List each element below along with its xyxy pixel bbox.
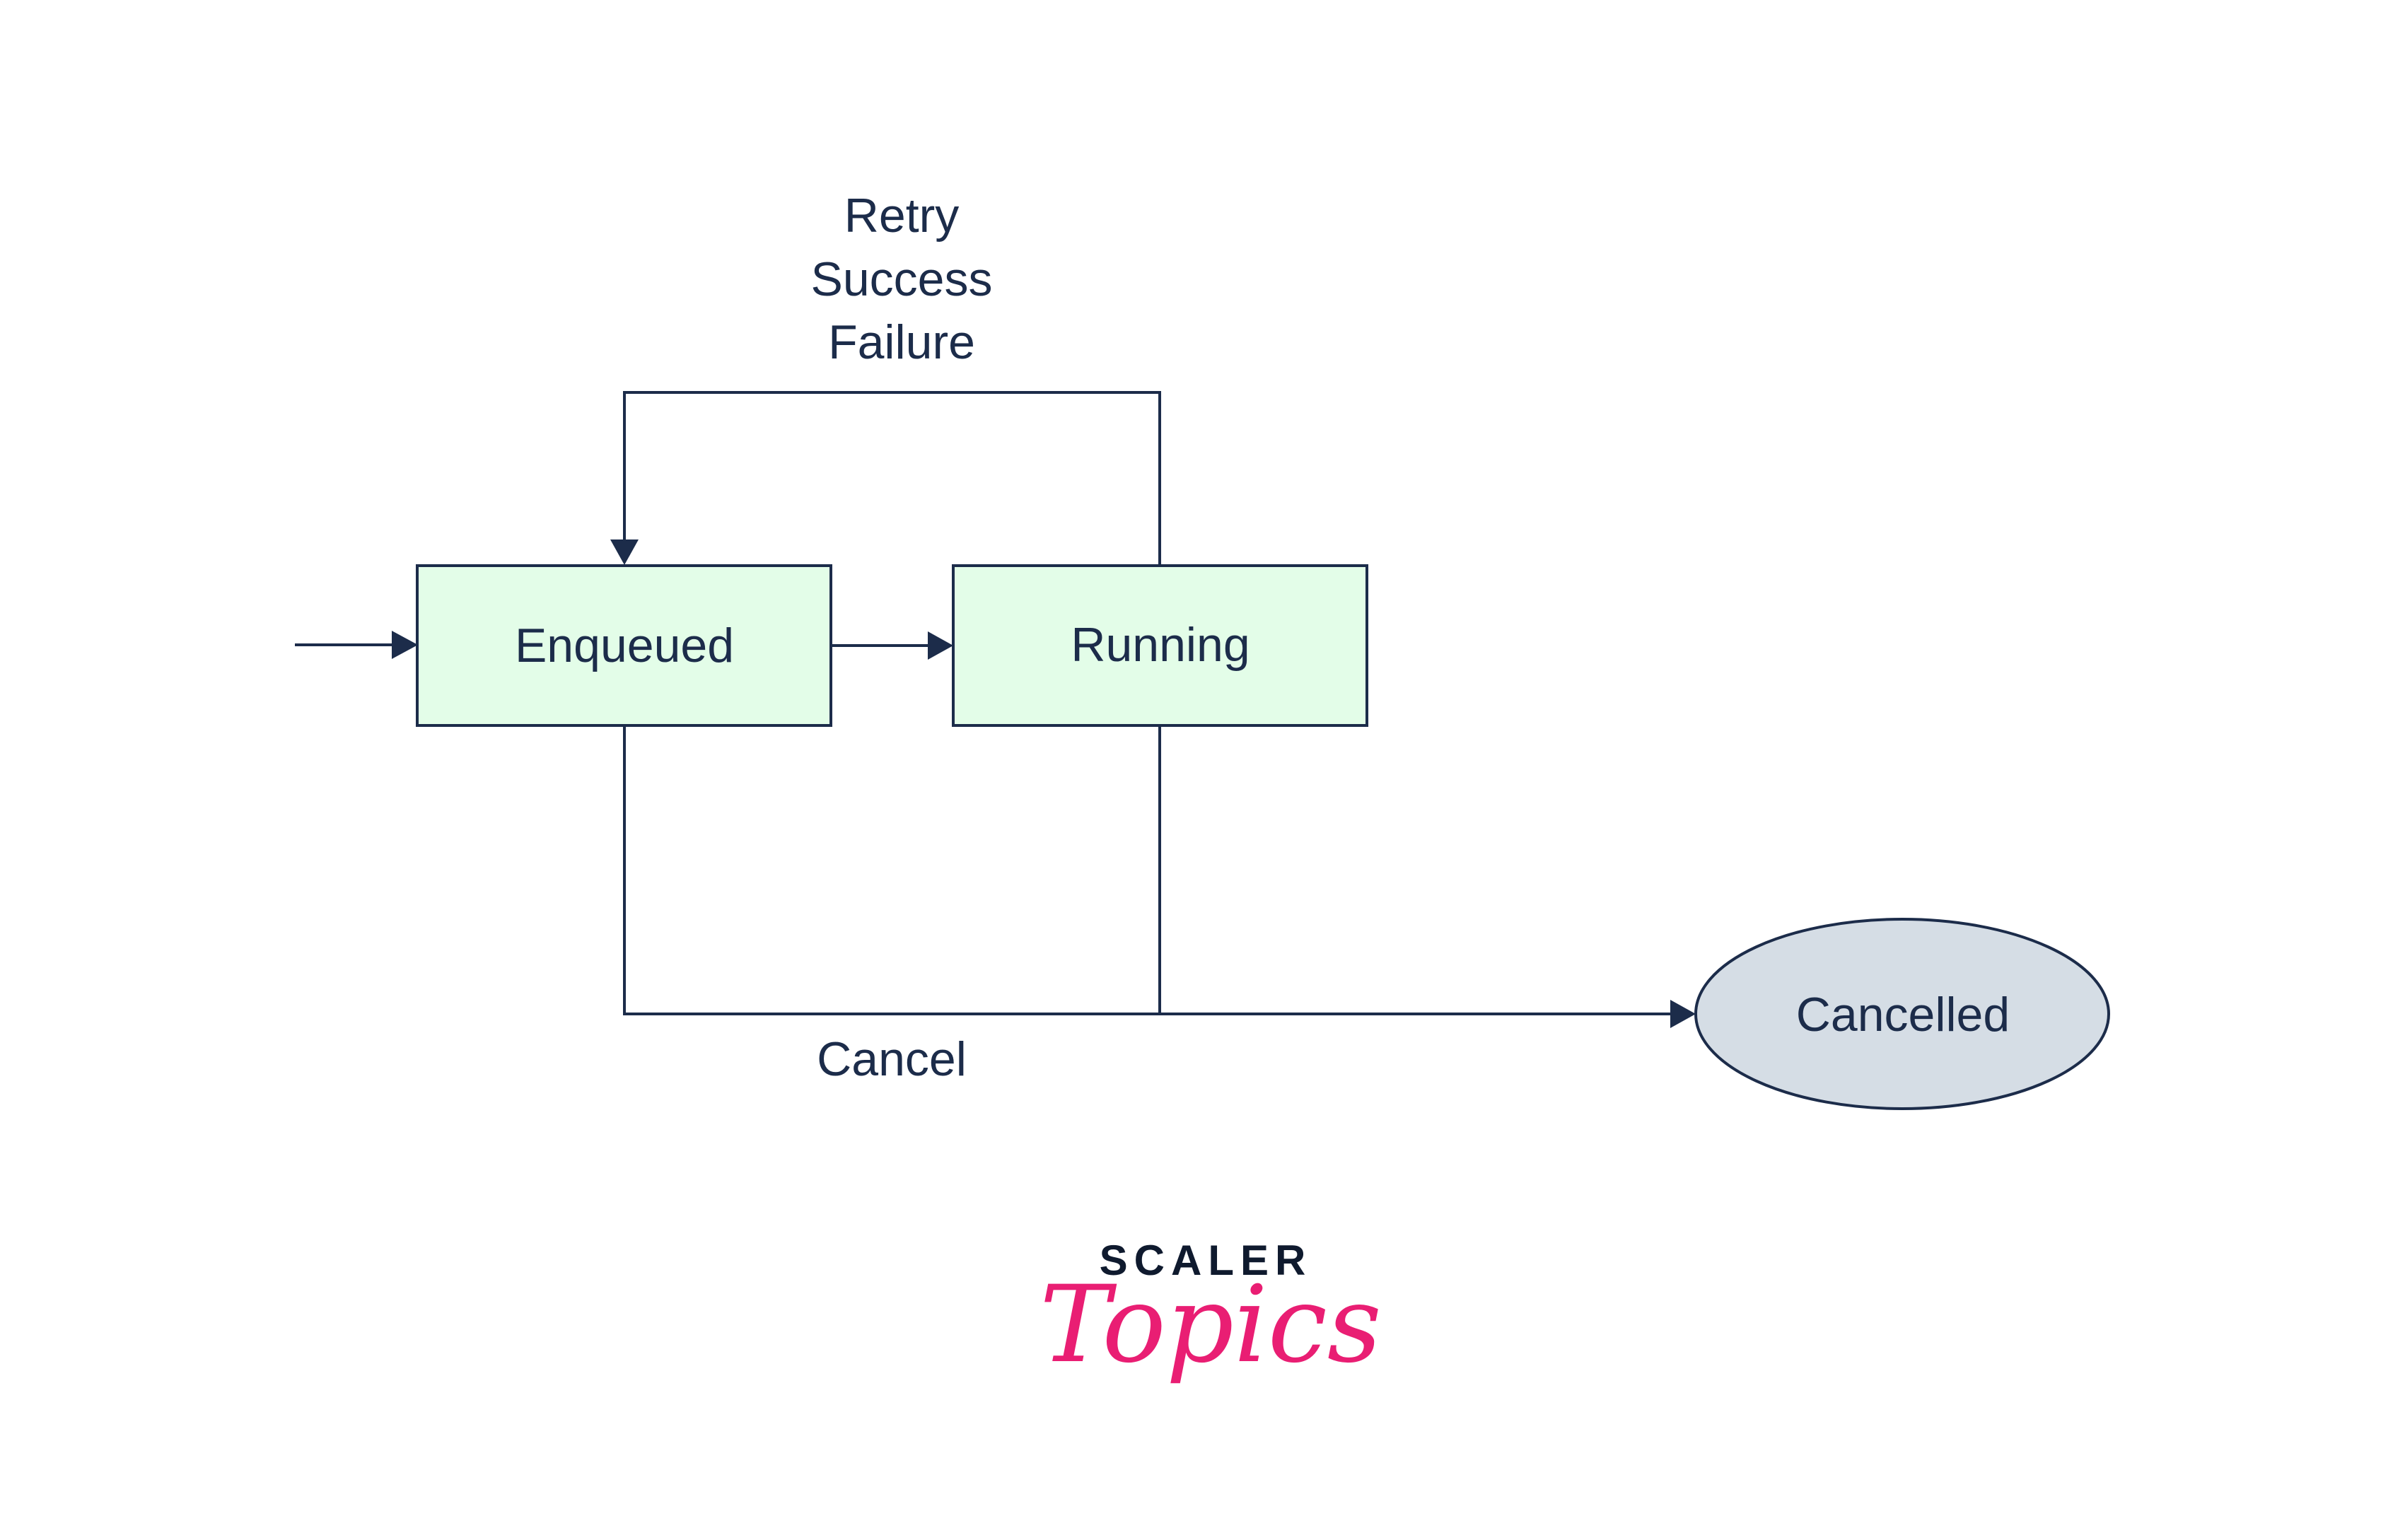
retry-loop-edge	[623, 391, 1161, 566]
cancel-arrowhead	[1670, 1000, 1696, 1028]
node-cancelled[interactable]: Cancelled	[1694, 918, 2110, 1110]
logo-brand-text: SCALER	[1100, 1237, 1312, 1284]
loop-label-retry: Retry	[844, 189, 959, 243]
retry-loop-arrowhead	[610, 539, 639, 565]
node-running-box	[952, 564, 1368, 727]
enqueued-to-running-arrowhead	[928, 631, 953, 660]
node-enqueued[interactable]: Enqueued	[416, 564, 832, 727]
entry-arrowhead	[392, 631, 418, 659]
node-cancelled-ellipse	[1694, 918, 2110, 1110]
loop-label-success: Success	[811, 252, 993, 306]
node-enqueued-box	[416, 564, 832, 727]
node-running[interactable]: Running	[952, 564, 1368, 727]
node-enqueued-label: Enqueued	[515, 619, 734, 672]
enqueued-cancel-edge	[623, 725, 1672, 1015]
loop-label-failure: Failure	[828, 315, 975, 369]
cancel-label: Cancel	[817, 1032, 967, 1086]
node-running-label: Running	[1071, 618, 1250, 672]
logo-sub-text: Topics	[1040, 1264, 1382, 1387]
node-cancelled-label: Cancelled	[1796, 988, 2010, 1042]
scaler-topics-logo: SCALER Topics	[1040, 1237, 1382, 1387]
